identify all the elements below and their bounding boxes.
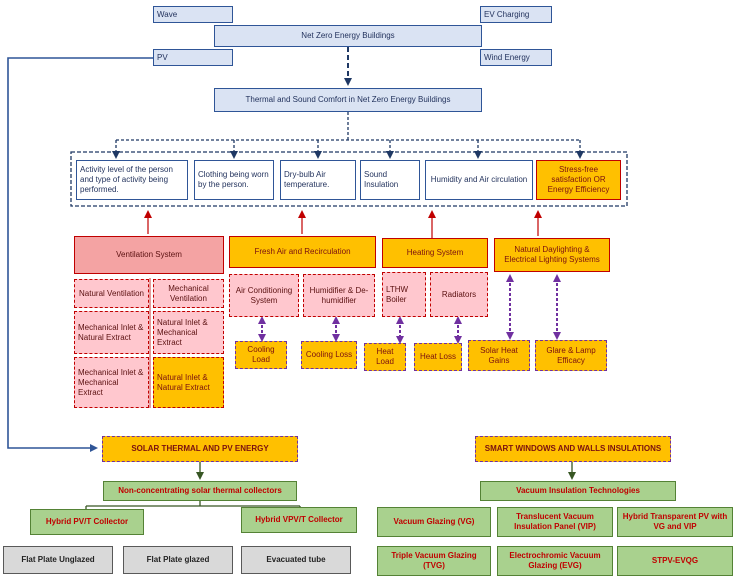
factor-dry-bulb: Dry-bulb Air temperature. (280, 160, 356, 200)
ventilation-system-box: Ventilation System (74, 236, 224, 274)
translucent-vip-label: Translucent Vacuum Insulation Panel (VIP… (514, 512, 596, 531)
radiators-label: Radiators (441, 289, 477, 299)
vent-mech-inlet-mech-extract-label: Mechanical Inlet & Mechanical Extract (78, 367, 144, 397)
solar-heat-gains-box: Solar Heat Gains (468, 340, 530, 371)
hybrid-tpv-label: Hybrid Transparent PV with VG and VIP (622, 512, 728, 531)
factor-dry-bulb-label: Dry-bulb Air temperature. (284, 170, 330, 189)
heat-load-label: Heat Load (376, 347, 394, 366)
stpv-evqg-box: STPV-EVQG (617, 546, 733, 576)
wave-box: Wave (153, 6, 233, 23)
solar-collectors-box: Non-concentrating solar thermal collecto… (103, 481, 297, 501)
cooling-load-box: Cooling Load (235, 341, 287, 369)
hybrid-pvt-label: Hybrid PV/T Collector (45, 517, 129, 526)
vent-nat-inlet-mech-extract-label: Natural Inlet & Mechanical Extract (157, 317, 208, 347)
vent-mechanical-label: Mechanical Ventilation (168, 283, 209, 303)
vent-nat-inlet-nat-extract: Natural Inlet & Natural Extract (153, 357, 224, 408)
smart-windows-label: SMART WINDOWS AND WALLS INSULATIONS (484, 444, 662, 453)
factor-sound: Sound Insulation (360, 160, 420, 200)
pv-label: PV (157, 52, 168, 62)
comfort-box: Thermal and Sound Comfort in Net Zero En… (214, 88, 482, 112)
hybrid-vpvt-label: Hybrid VPV/T Collector (255, 515, 343, 524)
ev-charging-box: EV Charging (480, 6, 552, 23)
air-conditioning-box: Air Conditioning System (229, 274, 299, 317)
factor-humidity-label: Humidity and Air circulation (430, 175, 528, 184)
factor-activity: Activity level of the person and type of… (76, 160, 188, 200)
solar-thermal-pv-label: SOLAR THERMAL AND PV ENERGY (131, 444, 269, 453)
cooling-loss-label: Cooling Loss (305, 350, 353, 359)
factors-group-frame (70, 151, 628, 207)
heat-load-box: Heat Load (364, 343, 406, 371)
smart-windows-box: SMART WINDOWS AND WALLS INSULATIONS (475, 436, 671, 462)
vent-nat-inlet-mech-extract: Natural Inlet & Mechanical Extract (153, 311, 224, 354)
factor-activity-label: Activity level of the person and type of… (80, 165, 173, 194)
flat-plate-glazed-box: Flat Plate glazed (123, 546, 233, 574)
flat-plate-unglazed-box: Flat Plate Unglazed (3, 546, 113, 574)
air-conditioning-label: Air Conditioning System (235, 285, 293, 305)
ev-charging-label: EV Charging (484, 9, 530, 19)
factor-stress-free: Stress-free satisfaction OR Energy Effic… (536, 160, 621, 200)
flat-plate-glazed-label: Flat Plate glazed (146, 555, 210, 564)
radiators-box: Radiators (430, 272, 488, 317)
vent-mech-inlet-mech-extract: Mechanical Inlet & Mechanical Extract (74, 357, 149, 408)
evacuated-tube-label: Evacuated tube (266, 555, 326, 564)
electrochromic-label: Electrochromic Vacuum Glazing (EVG) (509, 551, 601, 570)
solar-thermal-pv-box: SOLAR THERMAL AND PV ENERGY (102, 436, 298, 462)
comfort-label: Thermal and Sound Comfort in Net Zero En… (245, 95, 451, 104)
heat-loss-label: Heat Loss (419, 352, 457, 361)
ventilation-system-label: Ventilation System (116, 250, 182, 259)
heating-system-label: Heating System (406, 248, 464, 257)
net-zero-box: Net Zero Energy Buildings (214, 25, 482, 47)
daylighting-label: Natural Daylighting & Electrical Lightin… (504, 245, 600, 264)
evacuated-tube-box: Evacuated tube (241, 546, 351, 574)
cooling-load-label: Cooling Load (247, 345, 275, 364)
factor-stress-free-label: Stress-free satisfaction OR Energy Effic… (547, 165, 610, 194)
wave-label: Wave (157, 9, 178, 19)
hybrid-vpvt-box: Hybrid VPV/T Collector (241, 507, 357, 533)
pv-to-solar-line (7, 57, 153, 452)
solar-heat-gains-label: Solar Heat Gains (480, 345, 518, 365)
factor-clothing-label: Clothing being worn by the person. (198, 170, 269, 189)
cooling-loss-box: Cooling Loss (301, 341, 357, 369)
lthw-boiler-label: LTHW Boiler (386, 284, 409, 304)
factor-sound-label: Sound Insulation (364, 170, 399, 189)
fresh-air-box: Fresh Air and Recirculation (229, 236, 376, 268)
vacuum-glazing-label: Vacuum Glazing (VG) (393, 517, 475, 526)
daylighting-box: Natural Daylighting & Electrical Lightin… (494, 238, 610, 272)
fresh-air-label: Fresh Air and Recirculation (254, 247, 351, 256)
triple-vacuum-label: Triple Vacuum Glazing (TVG) (391, 551, 477, 570)
lthw-boiler-box: LTHW Boiler (382, 272, 426, 317)
glare-lamp-box: Glare & Lamp Efficacy (535, 340, 607, 371)
vent-nat-inlet-nat-extract-label: Natural Inlet & Natural Extract (157, 372, 210, 392)
humidifier-label: Humidifier & De-humidifier (309, 285, 369, 305)
vacuum-tech-label: Vacuum Insulation Technologies (516, 486, 640, 495)
triple-vacuum-box: Triple Vacuum Glazing (TVG) (377, 546, 491, 576)
net-zero-label: Net Zero Energy Buildings (301, 31, 395, 40)
vacuum-glazing-box: Vacuum Glazing (VG) (377, 507, 491, 537)
factor-clothing: Clothing being worn by the person. (194, 160, 274, 200)
flat-plate-unglazed-label: Flat Plate Unglazed (21, 555, 95, 564)
vacuum-tech-box: Vacuum Insulation Technologies (480, 481, 676, 501)
vent-mech-inlet-nat-extract: Mechanical Inlet & Natural Extract (74, 311, 149, 354)
hybrid-tpv-box: Hybrid Transparent PV with VG and VIP (617, 507, 733, 537)
heating-system-box: Heating System (382, 238, 488, 268)
glare-lamp-label: Glare & Lamp Efficacy (546, 345, 596, 365)
wind-energy-label: Wind Energy (484, 52, 530, 62)
vent-mech-inlet-nat-extract-label: Mechanical Inlet & Natural Extract (78, 322, 144, 342)
wind-energy-box: Wind Energy (480, 49, 552, 66)
factor-humidity: Humidity and Air circulation (425, 160, 533, 200)
pv-box: PV (153, 49, 233, 66)
translucent-vip-box: Translucent Vacuum Insulation Panel (VIP… (497, 507, 613, 537)
humidifier-box: Humidifier & De-humidifier (303, 274, 375, 317)
hybrid-pvt-box: Hybrid PV/T Collector (30, 509, 144, 535)
solar-collectors-label: Non-concentrating solar thermal collecto… (118, 486, 282, 495)
heat-loss-box: Heat Loss (414, 343, 462, 371)
vent-mechanical: Mechanical Ventilation (153, 279, 224, 308)
electrochromic-box: Electrochromic Vacuum Glazing (EVG) (497, 546, 613, 576)
vent-natural: Natural Ventilation (74, 279, 149, 308)
stpv-evqg-label: STPV-EVQG (651, 556, 699, 565)
vent-natural-label: Natural Ventilation (79, 288, 144, 298)
